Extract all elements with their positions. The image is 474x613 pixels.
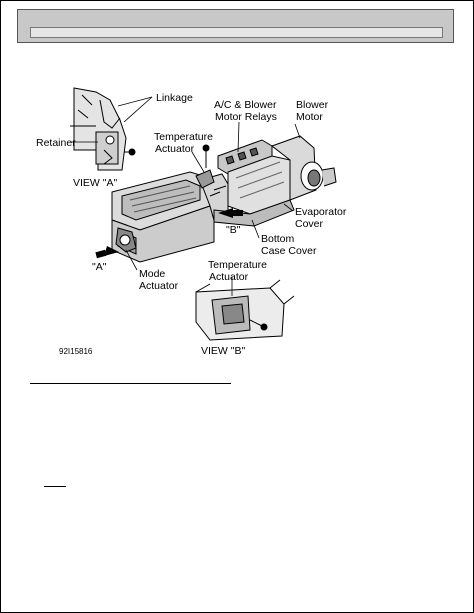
temperature-actuator-view-b-label-line1: Temperature xyxy=(208,259,267,271)
view-b-marker-label: "B" xyxy=(226,224,241,236)
hvac-case-assembly xyxy=(111,135,337,263)
evaporator-cover-label-line1: Evaporator xyxy=(295,206,347,218)
view-a-marker-label: "A" xyxy=(92,261,107,273)
linkage-label: Linkage xyxy=(156,92,193,104)
ac-blower-relays-label-line1: A/C & Blower xyxy=(214,99,277,111)
mode-actuator-label-line2: Actuator xyxy=(139,280,179,292)
section-divider xyxy=(30,383,231,384)
bottom-case-cover-label-line2: Case Cover xyxy=(261,245,317,257)
evaporator-cover-label-line2: Cover xyxy=(295,218,324,230)
leader-lines xyxy=(71,96,301,296)
direction-arrows xyxy=(95,208,243,259)
header-bar xyxy=(17,9,454,43)
mode-actuator-label-line1: Mode xyxy=(139,268,165,280)
view-b-label: VIEW "B" xyxy=(201,345,245,357)
retainer-label: Retainer xyxy=(36,137,76,149)
view-b-detail xyxy=(195,279,295,341)
temperature-actuator-label-line1: Temperature xyxy=(154,131,213,143)
figure-id-label: 92I15816 xyxy=(59,347,93,356)
temperature-actuator-view-b-label-line2: Actuator xyxy=(209,271,249,283)
view-a-label: VIEW "A" xyxy=(73,177,117,189)
short-rule xyxy=(44,486,66,487)
bottom-case-cover-label-line1: Bottom xyxy=(261,233,295,245)
blower-motor-label-line1: Blower xyxy=(296,99,329,111)
view-a-detail xyxy=(70,87,136,171)
header-inner-bar xyxy=(30,27,443,38)
blower-motor-label-line2: Motor xyxy=(296,111,323,123)
ac-blower-relays-label-line2: Motor Relays xyxy=(215,111,277,123)
temperature-actuator-label-line2: Actuator xyxy=(155,143,195,155)
